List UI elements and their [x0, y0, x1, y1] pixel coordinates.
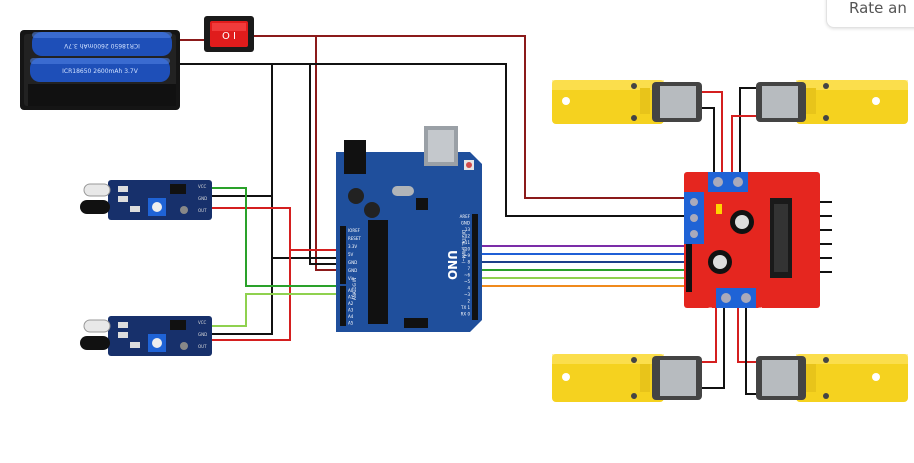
ir-led-bottom: [83, 319, 111, 333]
arduino-analog-title: ANALOG IN: [352, 278, 357, 300]
input-header: [686, 244, 692, 292]
svg-text:VCC: VCC: [198, 320, 207, 325]
svg-text:OUT4: OUT4: [758, 306, 763, 318]
pin-label: AREF: [460, 214, 471, 219]
pin-label: 4: [467, 286, 470, 291]
crystal: [392, 186, 414, 196]
ir-bottom-pins: VCC GND OUT: [198, 320, 207, 349]
pin-label: 12: [465, 234, 471, 239]
pin-label: 2: [467, 299, 470, 304]
ir-receiver-bottom: [80, 336, 110, 350]
arduino-model-label: UNO: [445, 250, 459, 280]
wire-gnd-to-arduino: [309, 64, 336, 265]
power-switch-label: O I: [222, 31, 236, 42]
svg-text:OUT: OUT: [198, 208, 207, 213]
capacitor-1: [348, 188, 364, 204]
pin-label: IOREF: [348, 228, 361, 233]
power-pin-labels: IOREF RESET 3.3V 5V GND GND Vin: [348, 228, 361, 281]
wire-gnd-bus: [210, 64, 273, 335]
pin-label: ~10: [462, 247, 471, 252]
pin-label: A5: [348, 321, 354, 326]
motor-bottom-left: [552, 354, 702, 402]
ir-led-top: [83, 183, 111, 197]
wire-motor-tl-red: [702, 91, 723, 176]
pin-label: ~3: [464, 292, 470, 297]
pin-label: A1: [348, 295, 354, 300]
svg-text:OUT3: OUT3: [708, 306, 713, 318]
wire-battery-negative: [178, 63, 690, 217]
wires: [178, 35, 762, 395]
power-header: [340, 226, 346, 284]
wire-motor-tl-black: [702, 107, 715, 176]
wire-switch-to-arduino-vin: [315, 36, 336, 271]
ir-sensor-top: VCC GND OUT: [80, 180, 212, 220]
svg-text:OUT2: OUT2: [748, 158, 753, 170]
wire-switch-to-driver-12v: [252, 35, 690, 199]
pin-label: ~11: [462, 240, 471, 245]
pin-label: GND: [348, 260, 357, 265]
wire-motor-bl-red: [700, 308, 717, 363]
arduino-digital-title: DIGITAL (PWM~): [461, 230, 466, 264]
rate-button-label: Rate an: [849, 0, 907, 17]
battery-pack: ICR18650 2600mAh 3.7V ICR18650 2600mAh 3…: [20, 30, 180, 110]
rate-button[interactable]: Rate an: [826, 0, 914, 28]
battery-cell-top-label: ICR18650 2600mAh 3.7V: [63, 42, 140, 49]
pin-label: Vin: [348, 276, 355, 281]
pin-label: A2: [348, 301, 354, 306]
pin-label: RESET: [348, 236, 361, 241]
motor-bottom-right: [756, 354, 908, 402]
wire-motor-tr-red: [731, 115, 758, 176]
pin-label: A4: [348, 314, 354, 319]
motor-driver-l298n: OUT1 OUT2 OUT3 OUT4: [684, 158, 832, 318]
pin-label: 13: [465, 227, 471, 232]
analog-header: [340, 286, 346, 326]
pin-label: GND: [461, 221, 470, 226]
pin-label: 3.3V: [348, 244, 357, 249]
wire-bottom-sensor-out: [210, 293, 336, 327]
atmega-chip: [368, 220, 388, 324]
pin-label: GND: [348, 268, 357, 273]
ir-top-pins: VCC GND OUT: [198, 184, 207, 213]
pin-label: ~5: [464, 279, 470, 284]
svg-text:GND: GND: [198, 196, 207, 201]
driver-side-pins: [820, 201, 832, 273]
svg-text:OUT: OUT: [198, 344, 207, 349]
wire-top-sensor-out: [210, 187, 336, 287]
power-switch[interactable]: O I: [204, 16, 254, 52]
pin-label: TX 1: [460, 305, 470, 310]
capacitor-2: [364, 202, 380, 218]
pin-label: 7: [467, 266, 470, 271]
jumper: [716, 204, 722, 214]
pin-label: RX 0: [461, 312, 471, 317]
arduino-uno: UNO DIGITAL (PWM~) ANALOG IN IOREF RESET 3…: [336, 126, 482, 332]
digital-header: [472, 214, 478, 320]
pin-label: 5V: [348, 252, 354, 257]
svg-text:VCC: VCC: [198, 184, 207, 189]
motor-top-right: [756, 80, 908, 124]
ir-receiver-top: [80, 200, 110, 214]
pin-label: A0: [348, 288, 354, 293]
svg-text:GND: GND: [198, 332, 207, 337]
pin-label: ~9: [464, 253, 470, 258]
pin-label: 8: [467, 260, 470, 265]
wire-5v-bus: [210, 207, 291, 341]
wire-motor-br-red: [737, 308, 762, 363]
pin-label: A3: [348, 308, 354, 313]
wire-motor-tr-black: [739, 87, 758, 176]
pin-label: ~6: [464, 273, 470, 278]
battery-cell-bottom-label: ICR18650 2600mAh 3.7V: [62, 68, 139, 75]
driver-pin-labels: OUT1 OUT2 OUT3 OUT4: [704, 158, 763, 318]
motor-top-left: [552, 80, 702, 124]
wire-motor-bl-black: [700, 308, 725, 389]
svg-text:OUT1: OUT1: [704, 158, 709, 170]
barrel-jack: [344, 140, 366, 174]
ir-sensor-bottom: VCC GND OUT: [80, 316, 212, 356]
